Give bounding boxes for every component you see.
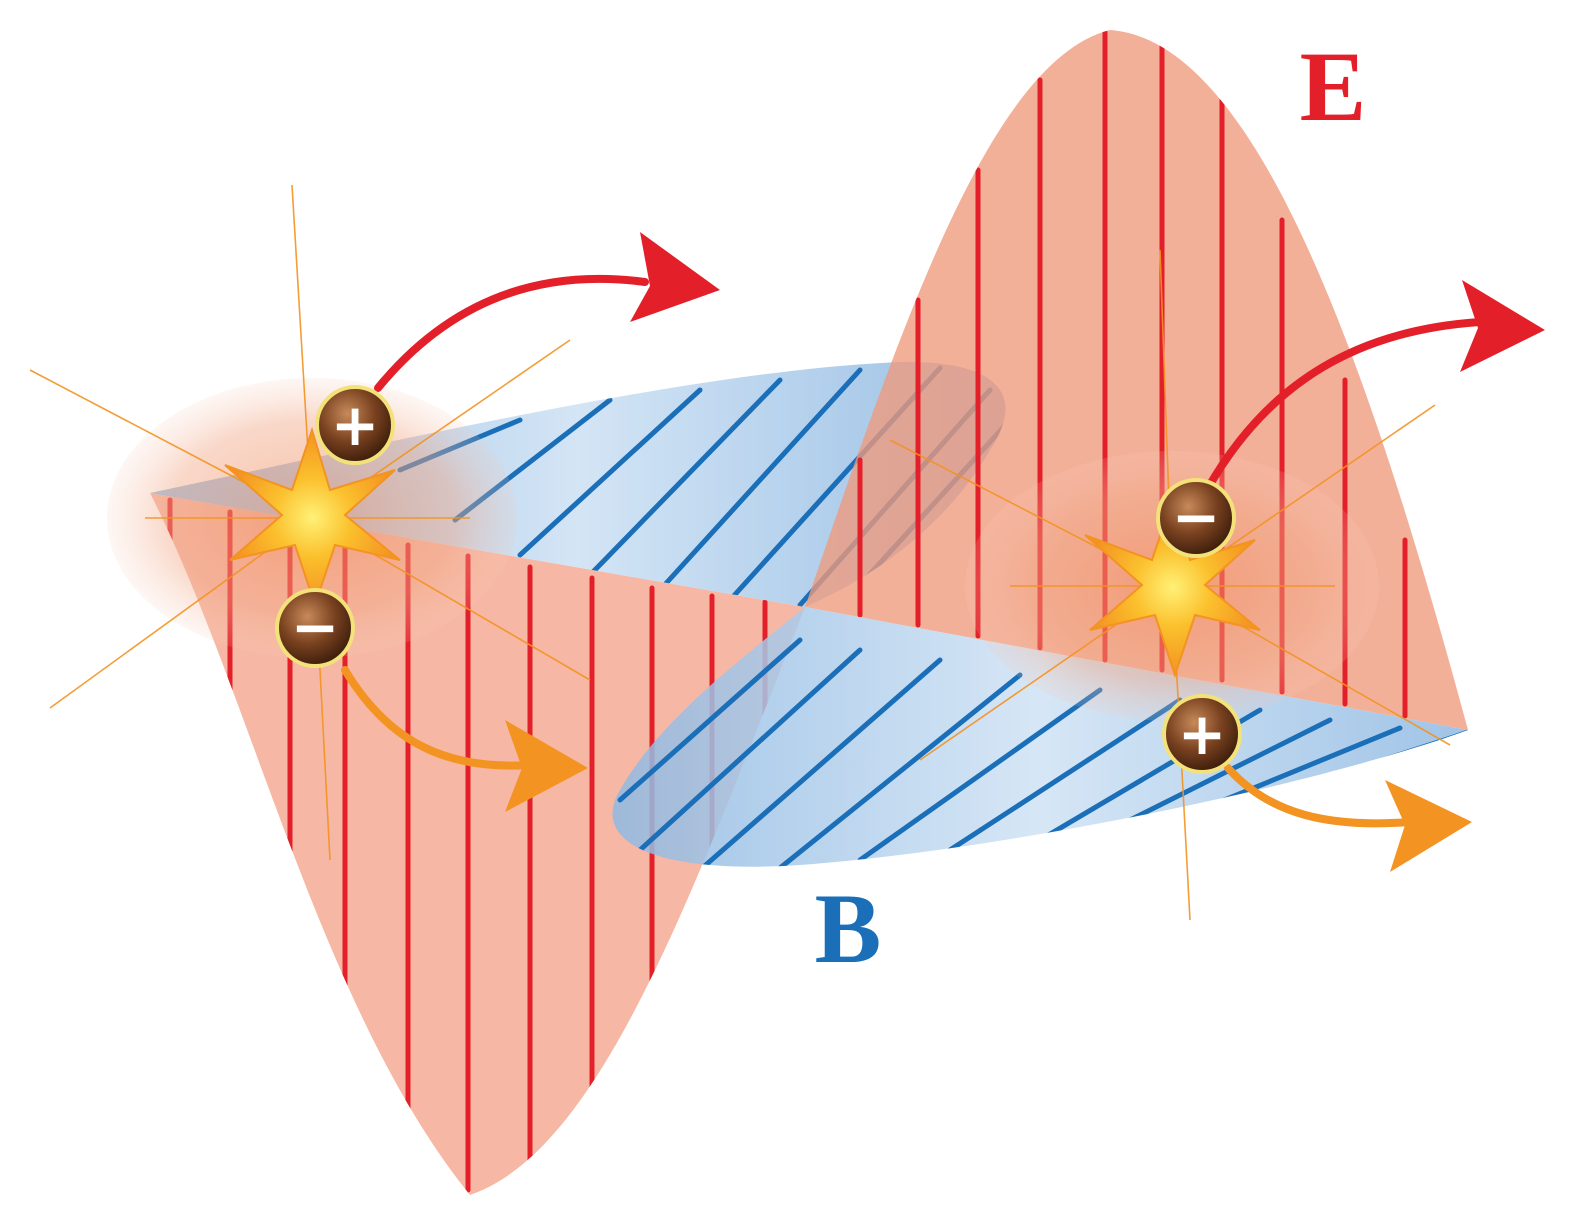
negative-charge-left: − bbox=[275, 588, 355, 668]
positive-charge-right: + bbox=[1162, 694, 1242, 774]
left-charge-burst bbox=[29, 184, 591, 861]
magnetic-field-label: B bbox=[815, 873, 882, 984]
arrow-upper-left bbox=[374, 232, 720, 392]
right-charge-burst bbox=[889, 249, 1451, 921]
negative-charge-right-symbol: − bbox=[1172, 483, 1221, 551]
electric-field-label: E bbox=[1300, 31, 1367, 142]
electric-field-lobe-lower bbox=[150, 493, 805, 1195]
positive-charge-right-symbol: + bbox=[1178, 700, 1227, 768]
magnetic-field-lobe-front bbox=[612, 607, 1468, 867]
magnetic-field-lines-front bbox=[617, 637, 1468, 867]
right-burst-core bbox=[1084, 496, 1261, 679]
arrow-lower-right bbox=[1224, 764, 1472, 872]
positive-charge-left: + bbox=[315, 385, 395, 465]
arrow-upper-right bbox=[1204, 280, 1545, 492]
positive-charge-left-symbol: + bbox=[331, 391, 380, 459]
negative-charge-left-symbol: − bbox=[291, 593, 340, 661]
negative-charge-right: − bbox=[1156, 478, 1236, 558]
arrow-lower-left bbox=[341, 666, 588, 812]
